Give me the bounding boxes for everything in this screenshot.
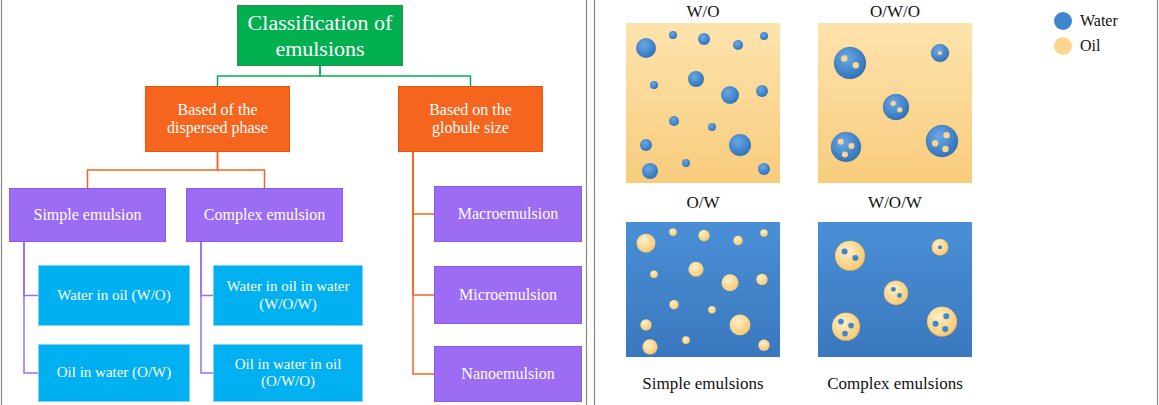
legend-label: Oil <box>1080 37 1100 55</box>
legend-label: Water <box>1080 12 1118 30</box>
group-caption: Simple emulsions <box>642 374 763 394</box>
tree-connector <box>24 242 38 296</box>
node-label: Classification of emulsions <box>244 10 396 61</box>
node-label: Based on the globule size <box>405 101 536 138</box>
subtype-box: Water in oil in water (W/O/W) <box>213 265 363 326</box>
subtype-box: Oil in water in oil (O/W/O) <box>213 344 363 402</box>
tree-connector <box>88 152 218 188</box>
type-box: Simple emulsion <box>9 188 166 242</box>
tree-connector <box>201 242 213 373</box>
subtype-box: Water in oil (W/O) <box>38 265 190 326</box>
group-caption: Complex emulsions <box>827 374 963 394</box>
size-box: Microemulsion <box>434 266 582 324</box>
node-label: Based of the dispersed phase <box>152 101 283 138</box>
legend-item: Oil <box>1054 37 1100 55</box>
w-o-panel <box>626 23 780 183</box>
o-w-o-panel <box>818 23 972 183</box>
droplets <box>636 31 958 354</box>
panel-heading: W/O <box>686 2 719 22</box>
node-label: Oil in water (O/W) <box>57 364 172 381</box>
panel-heading: O/W/O <box>870 2 920 22</box>
node-label: Oil in water in oil (O/W/O) <box>220 356 356 391</box>
legend-swatch <box>1054 37 1072 55</box>
tree-connector <box>320 66 471 86</box>
node-label: Water in oil (W/O) <box>57 287 170 304</box>
w-o-w-panel <box>818 222 972 357</box>
node-label: Simple emulsion <box>34 206 142 224</box>
panel-heading: O/W <box>686 193 719 213</box>
size-box: Macroemulsion <box>434 186 582 242</box>
node-label: Macroemulsion <box>458 205 558 223</box>
tree-connector <box>413 152 434 295</box>
node-label: Nanoemulsion <box>461 365 554 383</box>
o-w-panel <box>626 222 780 357</box>
legend-swatch <box>1054 12 1072 30</box>
type-box: Complex emulsion <box>186 188 343 242</box>
size-box: Nanoemulsion <box>434 346 582 402</box>
tree-connector <box>24 242 38 373</box>
node-label: Water in oil in water (W/O/W) <box>220 278 356 313</box>
tree-connector <box>218 66 321 86</box>
root-box: Classification of emulsions <box>237 5 403 66</box>
panel-heading: W/O/W <box>868 193 922 213</box>
tree-connector <box>218 152 265 188</box>
category-box: Based of the dispersed phase <box>145 86 290 152</box>
node-label: Microemulsion <box>459 286 557 304</box>
tree-connector <box>201 242 213 296</box>
tree-connector <box>413 152 434 214</box>
subtype-box: Oil in water (O/W) <box>38 344 190 402</box>
tree-connector <box>413 152 434 374</box>
legend-item: Water <box>1054 12 1118 30</box>
category-box: Based on the globule size <box>398 86 543 152</box>
node-label: Complex emulsion <box>204 206 325 224</box>
